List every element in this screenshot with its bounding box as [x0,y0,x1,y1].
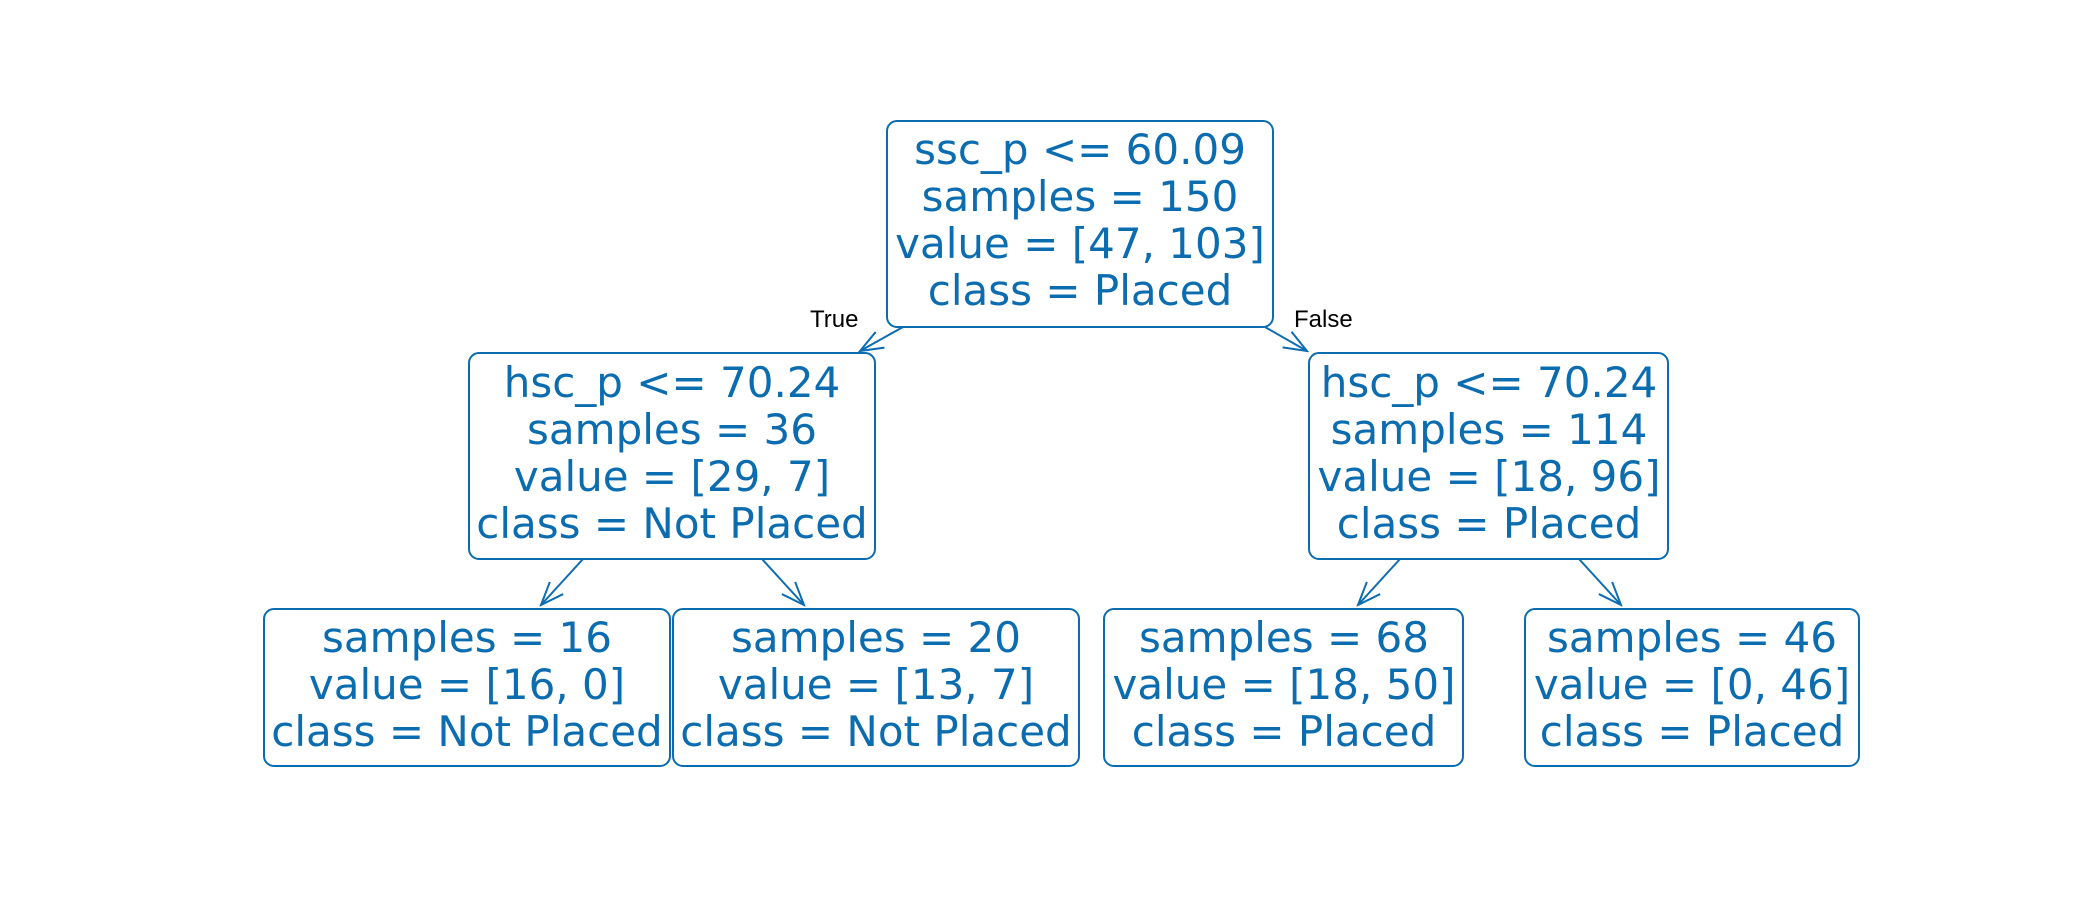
edge-right-to-right-right [1578,558,1621,605]
tree-leaf-left-left: samples = 16 value = [16, 0] class = Not… [263,608,671,767]
class-values: value = [18, 50] [1113,660,1456,709]
class-values: value = [18, 96] [1318,452,1661,501]
tree-leaf-left-right: samples = 20 value = [13, 7] class = Not… [672,608,1080,767]
samples-count: samples = 114 [1331,405,1648,454]
class-values: value = [29, 7] [514,452,830,501]
edge-root-to-right [1264,326,1307,351]
tree-node-right: hsc_p <= 70.24 samples = 114 value = [18… [1308,352,1669,560]
class-values: value = [13, 7] [718,660,1034,709]
node-box [886,120,1274,328]
split-condition: ssc_p <= 60.09 [914,125,1246,174]
node-box [672,608,1080,767]
class-label: class = Not Placed [476,499,867,548]
tree-leaf-right-right: samples = 46 value = [0, 46] class = Pla… [1524,608,1860,767]
class-values: value = [0, 46] [1534,660,1850,709]
edge-root-to-left [860,326,904,351]
class-label: class = Placed [1132,707,1436,756]
tree-leaf-right-left: samples = 68 value = [18, 50] class = Pl… [1103,608,1464,767]
tree-node-left: hsc_p <= 70.24 samples = 36 value = [29,… [468,352,876,560]
false-edge-label: False [1294,306,1353,333]
samples-count: samples = 68 [1139,613,1429,662]
samples-count: samples = 36 [527,405,817,454]
node-box [1103,608,1464,767]
class-values: value = [47, 103] [895,219,1265,268]
split-condition: hsc_p <= 70.24 [504,358,841,407]
node-box [263,608,671,767]
class-label: class = Placed [928,266,1232,315]
class-label: class = Placed [1540,707,1844,756]
samples-count: samples = 150 [922,172,1239,221]
samples-count: samples = 46 [1547,613,1837,662]
tree-node-root: ssc_p <= 60.09 samples = 150 value = [47… [886,120,1274,328]
node-box [468,352,876,560]
node-box [1308,352,1669,560]
node-box [1524,608,1860,767]
true-edge-label: True [810,306,858,333]
class-label: class = Not Placed [680,707,1071,756]
samples-count: samples = 20 [731,613,1021,662]
class-values: value = [16, 0] [309,660,625,709]
split-condition: hsc_p <= 70.24 [1321,358,1658,407]
edge-left-to-left-right [761,558,804,605]
class-label: class = Not Placed [271,707,662,756]
edge-right-to-right-left [1358,558,1401,605]
class-label: class = Placed [1337,499,1641,548]
samples-count: samples = 16 [322,613,612,662]
edge-left-to-left-left [541,558,584,605]
